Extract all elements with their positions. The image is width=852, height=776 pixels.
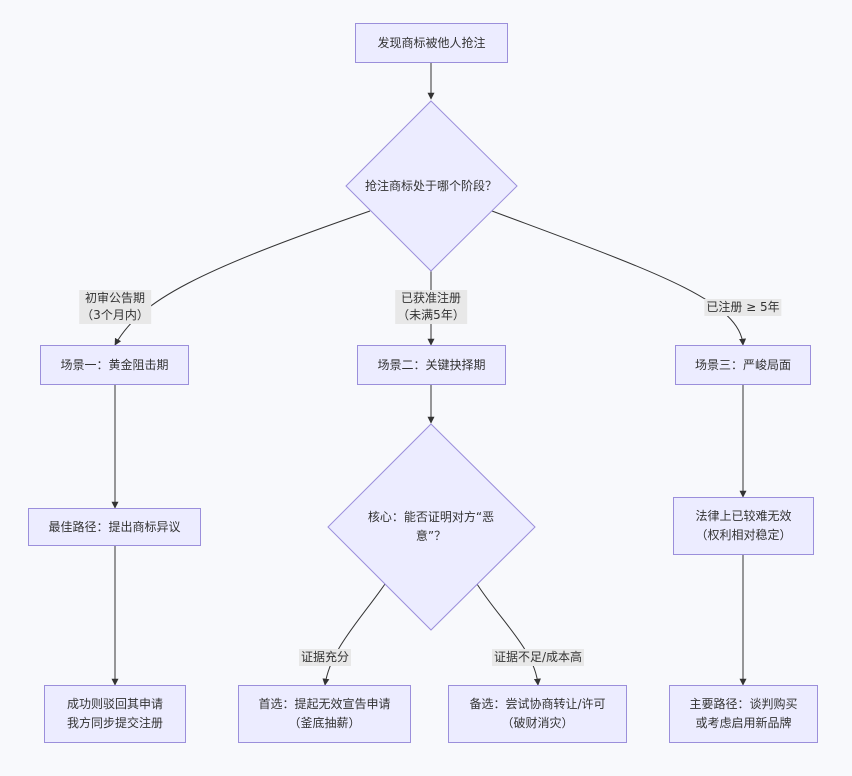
edge-label-preliminary: 初审公告期 （3个月内） bbox=[79, 290, 151, 324]
node-core-label: 核心：能否证明对方“恶 意”？ bbox=[367, 510, 495, 543]
edge-core-to-alternative bbox=[476, 583, 541, 686]
edge-label-over5: 已注册 ≥ 5年 bbox=[704, 299, 782, 316]
node-start: 发现商标被他人抢注 bbox=[355, 23, 508, 63]
edge-label-insufficient: 证据不足/成本高 bbox=[491, 649, 585, 666]
decision-core-diamond bbox=[327, 423, 536, 631]
node-success: 成功则驳回其申请 我方同步提交注册 bbox=[44, 685, 186, 743]
edge-core-to-first bbox=[322, 583, 386, 686]
node-first-choice: 首选：提起无效宣告申请 （釜底抽薪） bbox=[238, 685, 411, 743]
edge-decision-to-scene1 bbox=[114, 210, 371, 346]
node-alternative: 备选：尝试协商转让/许可 （破财消灾） bbox=[448, 685, 627, 743]
edge-label-sufficient: 证据充分 bbox=[298, 649, 352, 666]
edge-decision-to-scene3 bbox=[491, 210, 747, 346]
edge-label-approved: 已获准注册 （未满5年） bbox=[395, 290, 467, 324]
node-scene2: 场景二：关键抉择期 bbox=[357, 345, 506, 385]
decision-stage-diamond bbox=[345, 100, 518, 272]
node-hard-invalid: 法律上已较难无效 （权利相对稳定） bbox=[673, 497, 814, 555]
node-scene3: 场景三：严峻局面 bbox=[675, 345, 811, 385]
node-scene1: 场景一：黄金阻击期 bbox=[40, 345, 189, 385]
node-main-path: 主要路径：谈判购买 或考虑启用新品牌 bbox=[669, 685, 818, 743]
node-decision-stage-label: 抢注商标处于哪个阶段？ bbox=[364, 178, 497, 193]
node-best-path: 最佳路径：提出商标异议 bbox=[28, 508, 201, 546]
